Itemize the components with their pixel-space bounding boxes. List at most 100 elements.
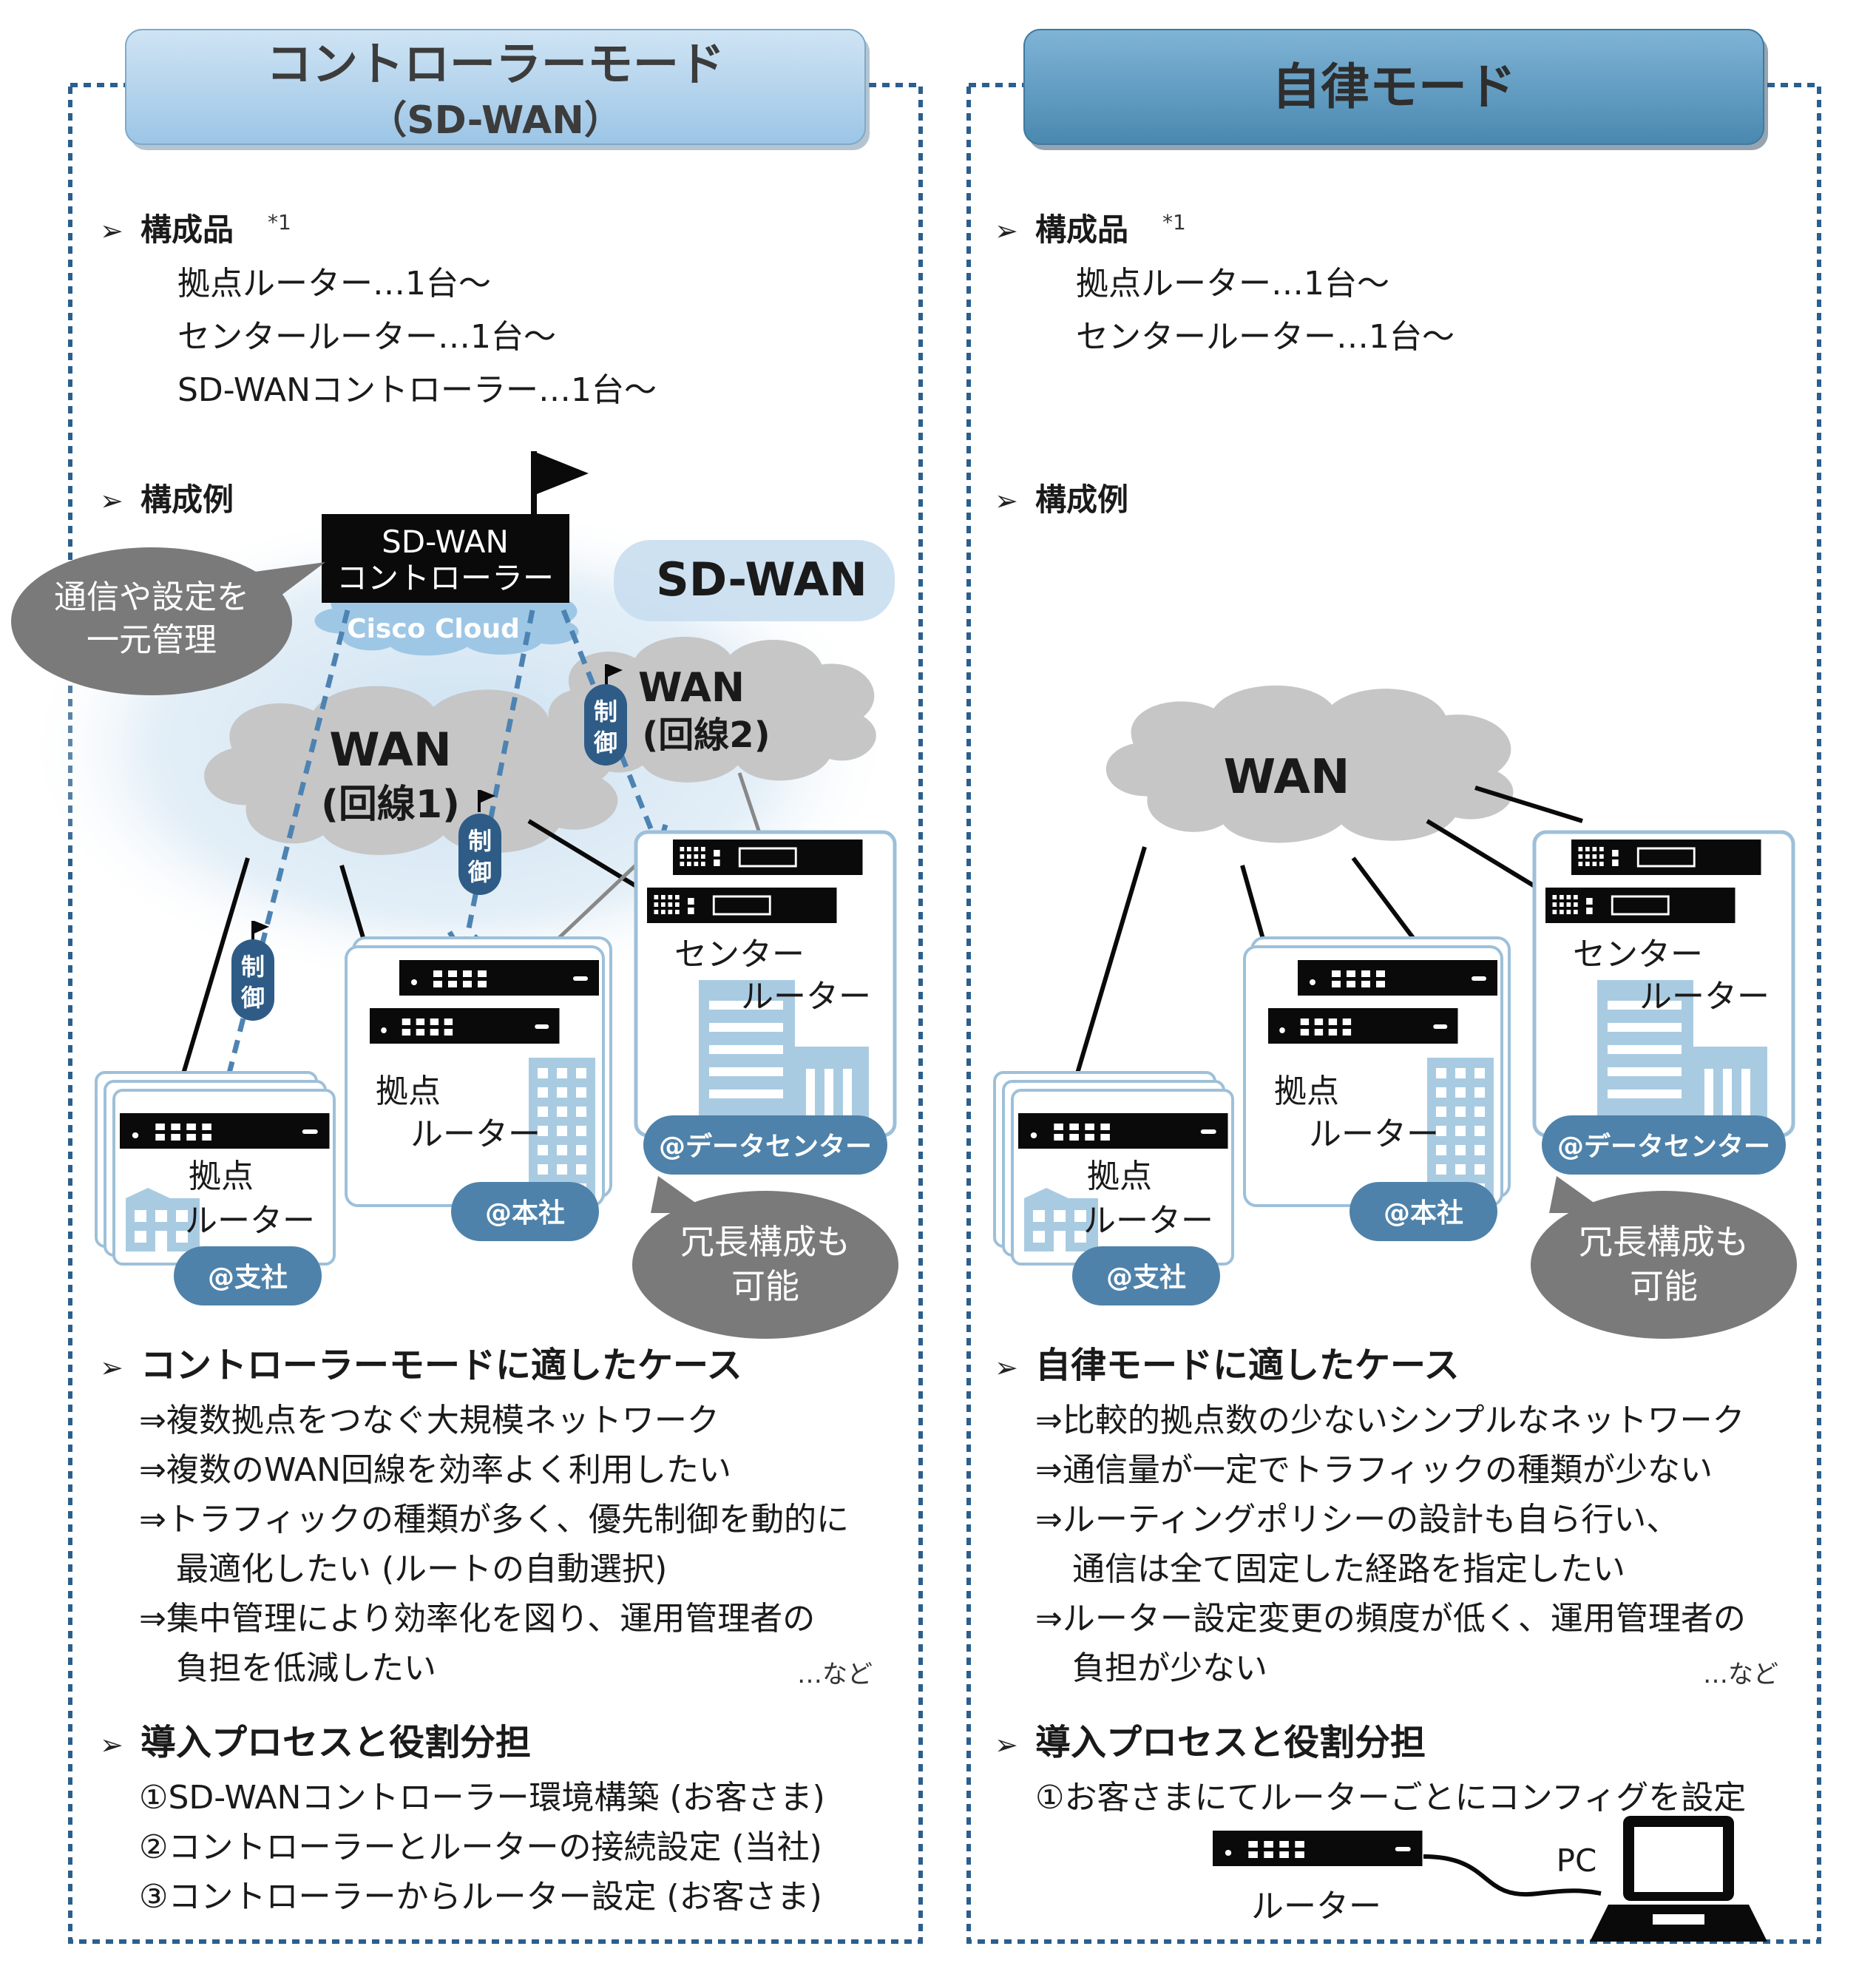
right-bubble-redundant-line1: 冗長構成も (1579, 1222, 1749, 1262)
control-badge-2: 制 御 (458, 814, 501, 895)
left-case-1: ⇒複数拠点をつなぐ大規模ネットワーク (139, 1402, 719, 1439)
wan1-cloud: WAN (回線1) (204, 686, 618, 855)
router-pc-cable (1423, 1854, 1602, 1897)
bullet-arrow-icon: ➢ (995, 1729, 1018, 1761)
wan2-label-line1: WAN (638, 664, 745, 711)
svg-text:御: 御 (240, 984, 265, 1012)
right-hq-router-line1: 拠点 (1274, 1072, 1339, 1110)
right-title: 自律モード (1272, 58, 1516, 115)
right-cases-heading: 自律モードに適したケース (1035, 1345, 1460, 1386)
left-components-heading: 構成品 (140, 212, 234, 248)
svg-text:制: 制 (468, 827, 492, 855)
sdwan-label-glow (614, 540, 895, 621)
right-component-2: センタールーター…1台～ (1076, 318, 1455, 356)
right-title-box: 自律モード (1023, 29, 1768, 150)
left-hq-router-line2: ルーター (410, 1115, 541, 1153)
right-center-router-line1: センター (1573, 936, 1703, 973)
right-case-3: ⇒ルーティングポリシーの設計も自ら行い、 (1035, 1501, 1679, 1538)
bullet-arrow-icon: ➢ (995, 484, 1018, 517)
controller-label-line1: SD-WAN (382, 524, 509, 560)
sdwan-controller-box (322, 514, 569, 603)
left-bubble-redundant-line2: 可能 (731, 1266, 799, 1306)
wan1-label-line1: WAN (329, 723, 451, 777)
left-case-3-cont: 最適化したい (ルートの自動選択) (176, 1550, 667, 1588)
right-tag-datacenter: @データセンター (1557, 1131, 1770, 1162)
left-component-2: センタールーター…1台～ (177, 318, 556, 356)
bullet-arrow-icon: ➢ (995, 1351, 1018, 1384)
bubble-manage-line1: 通信や設定を (54, 578, 249, 616)
pc-label: PC (1557, 1842, 1597, 1879)
flag-icon (537, 453, 589, 494)
left-hq-card: 拠点 ルーター @本社 (345, 936, 612, 1241)
right-panel-border (966, 83, 1821, 1944)
bullet-arrow-icon: ➢ (100, 484, 123, 517)
wan2-cloud: WAN (回線2) (548, 636, 876, 783)
left-process-3: ③コントローラーからルーター設定 (お客さま) (139, 1878, 822, 1916)
right-tag-branch: @支社 (1106, 1263, 1186, 1293)
left-process-2: ②コントローラーとルーターの接続設定 (当社) (139, 1828, 822, 1866)
right-hq-router-line2: ルーター (1309, 1115, 1439, 1153)
sdwan-label: SD-WAN (656, 553, 867, 607)
right-case-4: ⇒ルーター設定変更の頻度が低く、運用管理者の (1035, 1600, 1746, 1638)
left-bubble-redundant-line1: 冗長構成も (680, 1222, 850, 1262)
left-panel-border (68, 83, 923, 1944)
left-branch-router-line1: 拠点 (189, 1158, 254, 1195)
left-title-line2: （SD-WAN） (368, 98, 623, 143)
cisco-cloud: Cisco Cloud (314, 581, 579, 656)
left-hq-router-line1: 拠点 (376, 1072, 441, 1110)
svg-text:制: 制 (594, 697, 617, 726)
right-example-heading: 構成例 (1035, 482, 1128, 518)
right-case-2: ⇒通信量が一定でトラフィックの種類が少ない (1035, 1451, 1713, 1489)
right-center-router-line2: ルーター (1639, 978, 1770, 1016)
left-tag-hq: @本社 (485, 1198, 565, 1229)
svg-text:御: 御 (467, 858, 492, 886)
right-branch-router-line1: 拠点 (1087, 1158, 1152, 1195)
right-component-1: 拠点ルーター…1台～ (1076, 265, 1389, 303)
bullet-arrow-icon: ➢ (100, 1729, 123, 1761)
router-label: ルーター (1251, 1888, 1381, 1925)
left-case-3: ⇒トラフィックの種類が多く、優先制御を動的に (139, 1501, 849, 1538)
bubble-manage-line2: 一元管理 (87, 621, 217, 659)
right-case-4-cont: 負担が少ない (1072, 1649, 1267, 1687)
control-badge-1: 制 御 (231, 939, 274, 1021)
control-badge-3: 制 御 (584, 684, 627, 766)
bullet-arrow-icon: ➢ (100, 214, 123, 247)
left-cases-etc: …など (797, 1660, 873, 1689)
right-wan-label: WAN (1224, 750, 1350, 805)
left-case-4: ⇒集中管理により効率化を図り、運用管理者の (139, 1600, 815, 1638)
left-center-router-line1: センター (674, 936, 805, 973)
left-case-2: ⇒複数のWAN回線を効率よく利用したい (139, 1451, 731, 1489)
right-process-heading: 導入プロセスと役割分担 (1035, 1722, 1426, 1763)
right-cases-etc: …など (1703, 1660, 1778, 1689)
right-datacenter-card: センター ルーター @データセンター (1532, 830, 1795, 1175)
right-wan-cloud: WAN (1105, 685, 1514, 843)
right-branch-router-line2: ルーター (1083, 1202, 1213, 1240)
left-process-1: ①SD-WANコントローラー環境構築 (お客さま) (139, 1779, 825, 1817)
laptop-icon (1590, 1816, 1767, 1942)
right-components-note: *1 (1162, 210, 1186, 234)
right-branch-card: 拠点 ルーター @支社 (993, 1071, 1234, 1305)
left-tag-datacenter: @データセンター (659, 1131, 872, 1162)
wan2-label-line2: (回線2) (642, 715, 770, 756)
right-components-heading: 構成品 (1035, 212, 1128, 248)
bubble-manage: 通信や設定を 一元管理 (11, 547, 325, 695)
right-case-1: ⇒比較的拠点数の少ないシンプルなネットワーク (1035, 1402, 1745, 1439)
left-datacenter-card: センター ルーター @データセンター (634, 830, 897, 1175)
left-process-heading: 導入プロセスと役割分担 (140, 1722, 531, 1763)
left-example-heading: 構成例 (140, 482, 234, 518)
bullet-arrow-icon: ➢ (995, 214, 1018, 247)
right-hq-card: 拠点 ルーター @本社 (1243, 936, 1511, 1241)
left-center-router-line2: ルーター (741, 978, 871, 1016)
controller-label-line2: コントローラー (336, 560, 554, 596)
left-bubble-redundant: 冗長構成も 可能 (632, 1176, 898, 1339)
router-device-illustration: ルーター (1213, 1831, 1423, 1925)
svg-text:御: 御 (593, 729, 617, 757)
left-title-box: コントローラーモード （SD-WAN） (125, 29, 870, 150)
left-title-line1: コントローラーモード (266, 37, 725, 91)
right-process-1: ①お客さまにてルーターごとにコンフィグを設定 (1035, 1779, 1746, 1817)
svg-text:制: 制 (241, 953, 265, 981)
right-bubble-redundant: 冗長構成も 可能 (1531, 1176, 1797, 1339)
left-branch-card: 拠点 ルーター @支社 (95, 1071, 336, 1305)
left-branch-router-line2: ルーター (185, 1202, 315, 1240)
bullet-arrow-icon: ➢ (100, 1351, 123, 1384)
